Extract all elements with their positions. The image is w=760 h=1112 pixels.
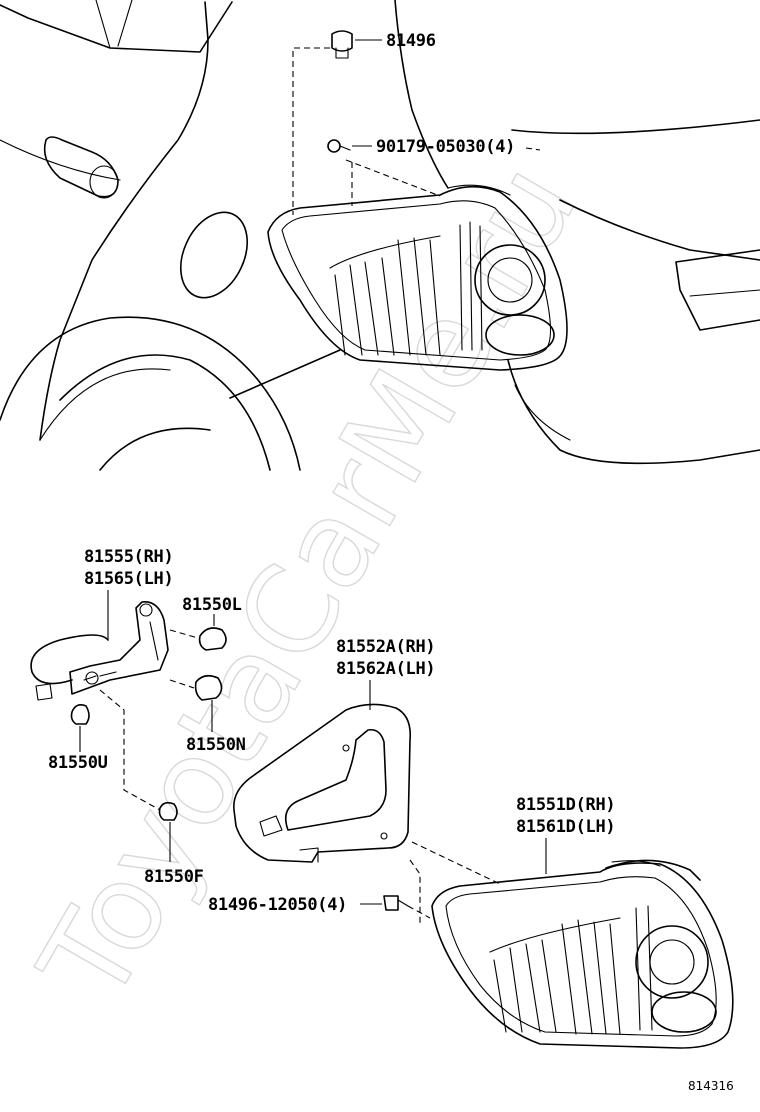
- socket-and-wire-drawing: [30, 601, 169, 701]
- bulb-81550f-drawing: [158, 801, 178, 821]
- bulb-81550u-drawing: [70, 704, 90, 725]
- label-81551d-rh: 81551D(RH): [516, 795, 615, 815]
- vehicle-body-outline: [0, 0, 760, 471]
- label-81550f: 81550F: [144, 867, 204, 887]
- label-81552a-rh: 81552A(RH): [336, 637, 435, 657]
- bolt-81496-drawing: [331, 30, 353, 59]
- gasket-drawing: [233, 703, 412, 863]
- label-81550u: 81550U: [48, 753, 108, 773]
- tail-lamp-assembly-drawing: [431, 859, 734, 1049]
- diagram-reference-number: 814316: [688, 1079, 734, 1093]
- label-81565-lh: 81565(LH): [84, 569, 173, 589]
- screw-81496-12050-drawing: [383, 895, 409, 911]
- label-81496: 81496: [386, 31, 436, 51]
- screw-90179-drawing: [327, 139, 351, 153]
- bulb-81550l-drawing: [198, 627, 227, 651]
- label-81561d-lh: 81561D(LH): [516, 817, 615, 837]
- label-81555-rh: 81555(RH): [84, 547, 173, 567]
- tail-lamp-installed: [267, 184, 568, 371]
- label-81562a-lh: 81562A(LH): [336, 659, 435, 679]
- label-90179-05030: 90179-05030(4): [376, 137, 515, 157]
- label-81550l: 81550L: [182, 595, 242, 615]
- bulb-81550n-drawing: [194, 674, 223, 701]
- label-81496-12050: 81496-12050(4): [208, 895, 347, 915]
- label-81550n: 81550N: [186, 735, 246, 755]
